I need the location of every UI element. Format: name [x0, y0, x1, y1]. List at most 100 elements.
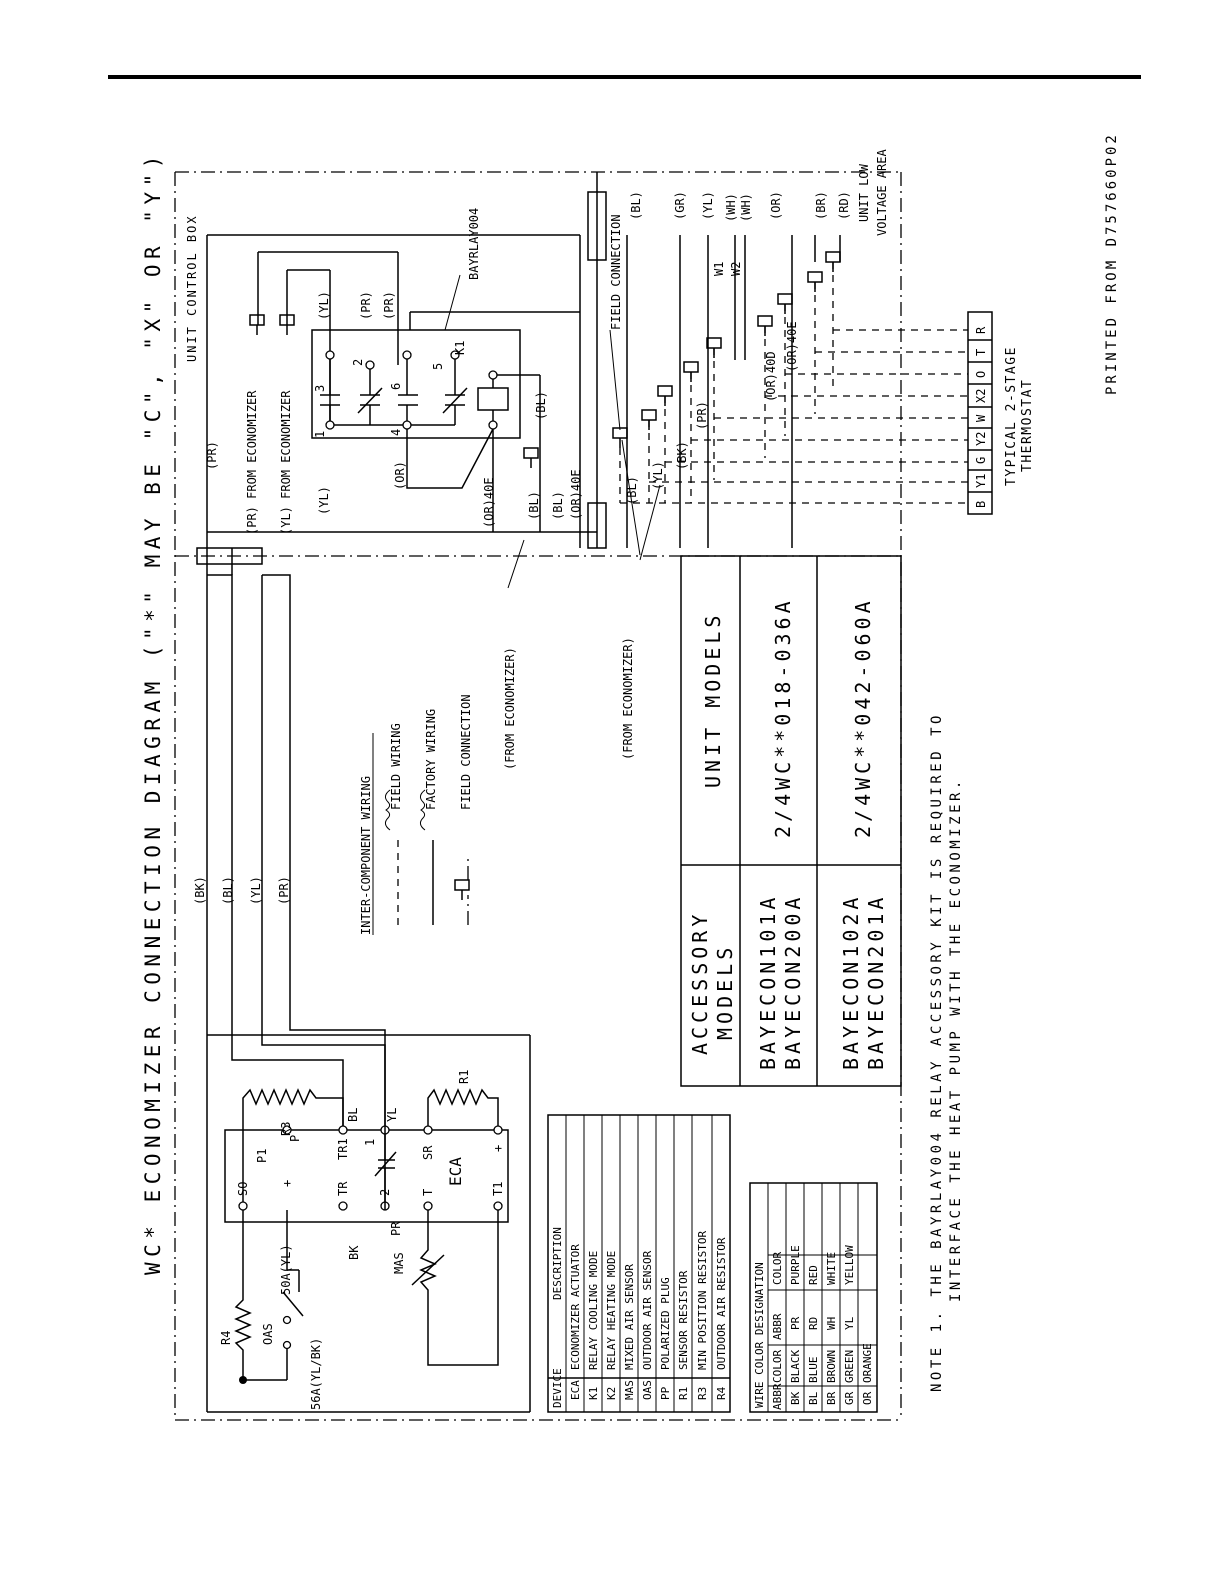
svg-text:WIRE COLOR DESIGNATION: WIRE COLOR DESIGNATION [753, 1262, 766, 1408]
svg-text:YL: YL [843, 1316, 856, 1330]
device-table: DEVICE DESCRIPTION ECA ECONOMIZER ACTUAT… [547, 1114, 731, 1413]
svg-text:PURPLE: PURPLE [789, 1245, 802, 1285]
field-connectors [249, 251, 841, 468]
svg-text:R3: R3 [279, 1122, 293, 1136]
note-line-1: NOTE 1. THE BAYRLAY004 RELAY ACCESSORY K… [929, 712, 945, 1392]
svg-text:4: 4 [389, 429, 403, 436]
thermostat-terminal: B [974, 501, 988, 508]
svg-text:BK: BK [347, 1245, 361, 1260]
svg-text:COLOR: COLOR [771, 1350, 784, 1383]
svg-text:SO: SO [236, 1182, 250, 1196]
low-voltage-wiring [507, 235, 968, 589]
models-header-unit: UNIT MODELS [701, 612, 725, 788]
svg-text:(YL): (YL) [249, 876, 263, 905]
svg-text:(FROM ECONOMIZER): (FROM ECONOMIZER) [621, 637, 635, 760]
models-row-accessory: BAYECON200A [781, 894, 805, 1070]
svg-text:ORANGE: ORANGE [861, 1343, 874, 1383]
svg-text:BAYRLAY004: BAYRLAY004 [467, 208, 481, 280]
thermostat-terminal: W [974, 414, 988, 422]
thermostat-terminal: Y2 [974, 432, 988, 446]
svg-text:(OR)40E: (OR)40E [569, 469, 583, 520]
svg-text:2: 2 [378, 1189, 392, 1196]
svg-text:R1: R1 [457, 1070, 471, 1084]
models-header-accessory-1: ACCESSORY [688, 911, 712, 1055]
svg-text:YL: YL [385, 1108, 399, 1122]
svg-text:(BK): (BK) [675, 441, 689, 470]
thermostat-terminal: R [974, 326, 988, 334]
wire-color-table: WIRE COLOR DESIGNATION ABBR COLOR ABBR C… [749, 1182, 878, 1413]
thermostat-labels: B Y1 G Y2 W X2 O T R TYPICAL 2-STAGE THE… [974, 326, 1035, 508]
wire-labels-left: (PR) (PR) FROM ECONOMIZER (YL) FROM ECON… [193, 291, 583, 905]
economizer-actuator [206, 574, 531, 1413]
svg-text:POLARIZED PLUG: POLARIZED PLUG [659, 1277, 672, 1370]
models-row-unit: 2/4WC**018-036A [771, 597, 795, 838]
svg-text:INTER-COMPONENT WIRING: INTER-COMPONENT WIRING [359, 776, 373, 935]
svg-text:MAS: MAS [392, 1252, 406, 1274]
svg-text:R1: R1 [677, 1387, 690, 1400]
svg-text:SENSOR RESISTOR: SENSOR RESISTOR [677, 1270, 690, 1370]
svg-text:(YL) FROM ECONOMIZER: (YL) FROM ECONOMIZER [279, 390, 293, 535]
svg-text:(PR): (PR) [695, 401, 709, 430]
svg-text:56A(YL/BK): 56A(YL/BK) [309, 1338, 323, 1410]
svg-text:BLUE: BLUE [807, 1357, 820, 1384]
svg-text:T1: T1 [491, 1182, 505, 1196]
svg-text:(OR)40E: (OR)40E [785, 321, 799, 372]
svg-text:FIELD CONNECTION: FIELD CONNECTION [459, 694, 473, 810]
svg-text:W1: W1 [712, 262, 726, 276]
thermostat-title: TYPICAL 2-STAGE [1004, 346, 1019, 486]
svg-text:MAS: MAS [623, 1380, 636, 1400]
models-row-accessory: BAYECON201A [864, 894, 888, 1070]
thermostat-terminal-block [967, 311, 993, 515]
svg-text:ECA: ECA [569, 1380, 582, 1400]
unit-control-box-label: UNIT CONTROL BOX [185, 214, 199, 362]
models-table: ACCESSORY MODELS UNIT MODELS BAYECON101A… [680, 555, 902, 1087]
diagram-title: WC* ECONOMIZER CONNECTION DIAGRAM ("*" M… [141, 150, 165, 1275]
svg-text:50A(YL): 50A(YL) [279, 1244, 293, 1295]
svg-text:W2: W2 [729, 262, 743, 276]
svg-text:OUTDOOR AIR SENSOR: OUTDOOR AIR SENSOR [641, 1250, 654, 1370]
relay-k1 [311, 329, 541, 532]
relay-k1-labels: 3 1 2 6 4 5 K1 BAYRLAY004 [313, 208, 481, 438]
thermostat-terminal: X2 [974, 389, 988, 403]
svg-text:BLACK: BLACK [789, 1350, 802, 1383]
svg-text:(PR): (PR) [277, 876, 291, 905]
svg-text:TR: TR [336, 1181, 350, 1196]
svg-text:(OR)40E: (OR)40E [482, 477, 496, 528]
svg-text:P: P [288, 1135, 302, 1142]
svg-text:SR: SR [421, 1145, 435, 1160]
svg-text:RELAY COOLING MODE: RELAY COOLING MODE [587, 1251, 600, 1370]
svg-text:COLOR: COLOR [771, 1252, 784, 1285]
svg-text:K1: K1 [453, 341, 467, 355]
svg-text:(WH): (WH) [739, 193, 753, 222]
svg-text:T: T [421, 1189, 435, 1196]
svg-text:(YL): (YL) [651, 461, 665, 490]
svg-text:BL: BL [807, 1391, 820, 1405]
svg-text:K1: K1 [587, 1387, 600, 1400]
svg-text:(PR): (PR) [359, 291, 373, 320]
svg-text:(BR): (BR) [814, 191, 828, 220]
svg-text:WH: WH [825, 1317, 838, 1330]
svg-text:(PR) FROM ECONOMIZER: (PR) FROM ECONOMIZER [245, 390, 259, 535]
thermostat-subtitle: THERMOSTAT [1020, 379, 1035, 472]
svg-text:R3: R3 [696, 1387, 709, 1400]
svg-text:FIELD WIRING: FIELD WIRING [389, 723, 403, 810]
svg-text:(OR): (OR) [769, 191, 783, 220]
eca-labels: SO P1 + P TR TR1 2 1 T SR ECA T1 + R3 R1… [219, 1070, 505, 1410]
svg-text:P1: P1 [255, 1149, 269, 1163]
svg-text:(BL): (BL) [629, 191, 643, 220]
svg-text:(GR): (GR) [673, 191, 687, 220]
svg-text:(BK): (BK) [193, 876, 207, 905]
note-line-2: INTERFACE THE HEAT PUMP WITH THE ECONOMI… [948, 777, 964, 1302]
low-voltage-labels: FIELD CONNECTION (BL) (GR) (YL) (WH) (WH… [503, 149, 889, 770]
svg-text:(BL): (BL) [221, 876, 235, 905]
svg-text:PR: PR [789, 1316, 802, 1330]
svg-text:WHITE: WHITE [825, 1252, 838, 1285]
svg-text:(BL): (BL) [551, 491, 565, 520]
svg-text:K2: K2 [605, 1387, 618, 1400]
printed-from-label: PRINTED FROM D757660P02 [1104, 132, 1120, 395]
thermostat-terminal: T [974, 349, 988, 356]
svg-text:TR1: TR1 [336, 1138, 350, 1160]
svg-text:(OR)40D: (OR)40D [764, 351, 778, 402]
svg-text:6: 6 [389, 383, 403, 390]
svg-text:(PR): (PR) [205, 441, 219, 470]
